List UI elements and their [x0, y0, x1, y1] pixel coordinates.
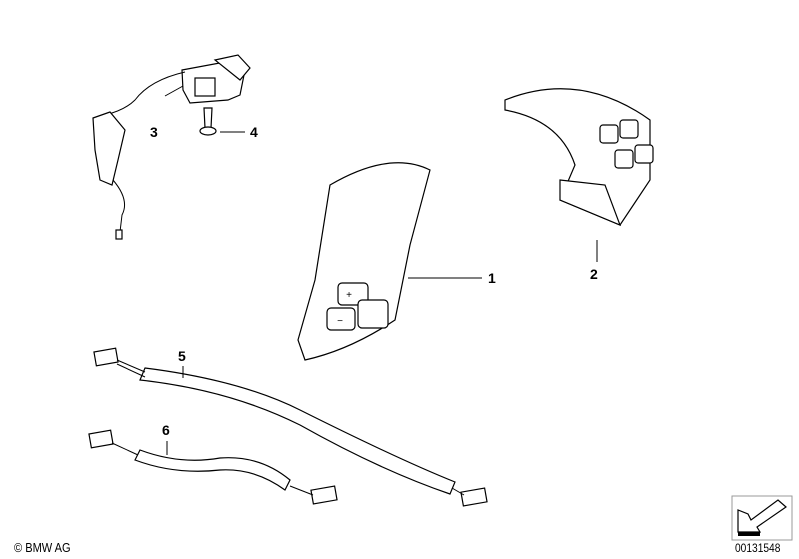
orientation-arrow-icon [731, 495, 793, 541]
callout-5: 5 [178, 348, 186, 364]
callout-2: 2 [590, 266, 598, 282]
svg-text:+: + [346, 290, 352, 301]
part-4-drawing [199, 107, 245, 136]
callout-3: 3 [150, 124, 158, 140]
part-1-drawing: + − [297, 162, 482, 361]
diagram-number: 00131548 [735, 541, 781, 555]
part-2-drawing [504, 88, 654, 262]
copyright-text: © BMW AG [14, 540, 71, 555]
svg-text:−: − [337, 316, 343, 327]
part-5-drawing [93, 347, 488, 507]
callout-4: 4 [250, 124, 258, 140]
part-3-drawing [92, 54, 251, 240]
callout-1: 1 [488, 270, 496, 286]
part-6-drawing [88, 429, 338, 505]
callout-6: 6 [162, 422, 170, 438]
